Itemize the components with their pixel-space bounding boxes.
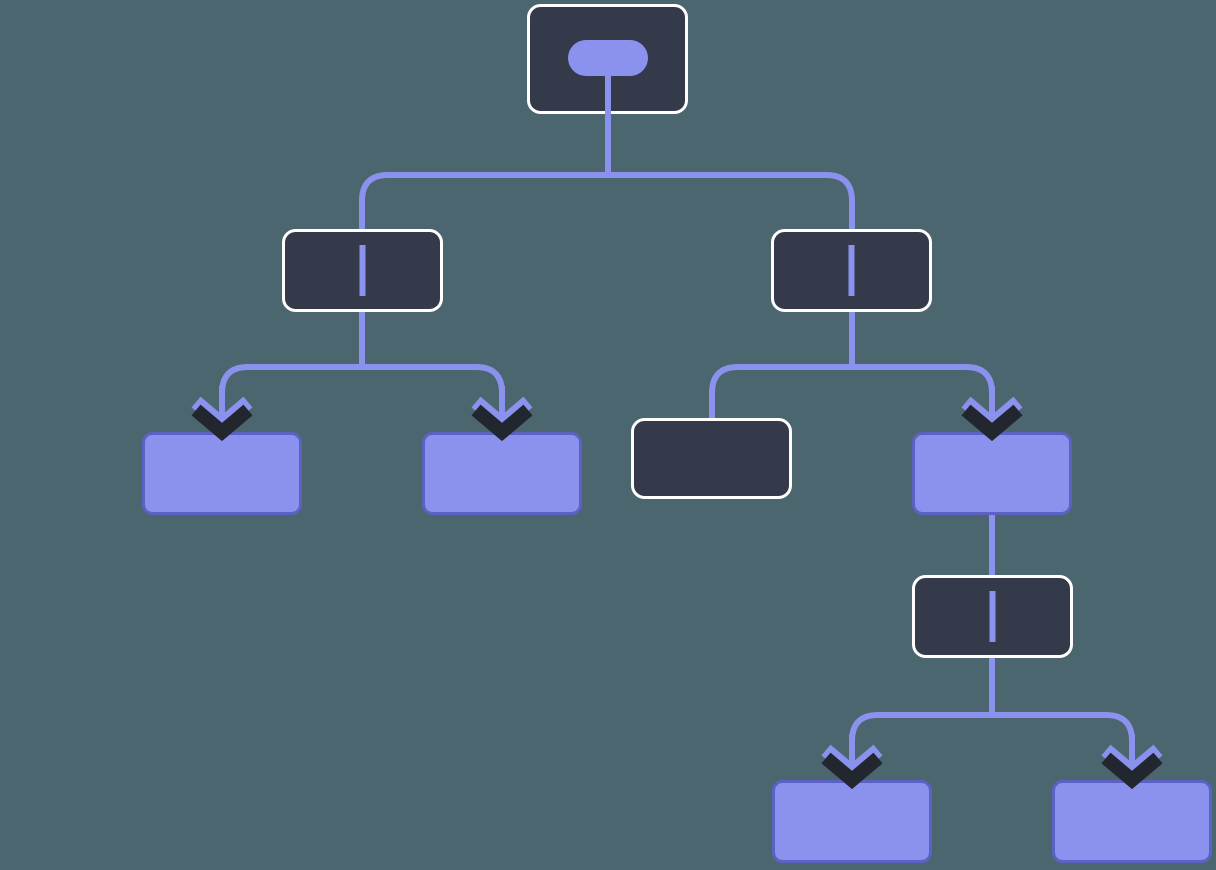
leaf-node-1[interactable]: [142, 432, 302, 515]
arrowhead-leaf-1: [191, 386, 253, 442]
vertical-bar-icon: [359, 245, 366, 296]
leaf-node-2[interactable]: [422, 432, 582, 515]
vertical-bar-icon: [989, 591, 996, 642]
leaf-node-4[interactable]: [772, 780, 932, 863]
connector-tip: [219, 386, 225, 416]
edge-root-to-branch-left: [359, 172, 608, 312]
arrowhead-leaf-5: [1101, 734, 1163, 790]
arrowhead-leaf-3: [961, 386, 1023, 442]
arrowhead-leaf-2: [471, 386, 533, 442]
leaf-node-4-surface[interactable]: [772, 780, 932, 863]
root-node[interactable]: [527, 4, 688, 115]
branch-node-deep[interactable]: [912, 575, 1073, 658]
empty-dark-node[interactable]: [631, 418, 792, 499]
connector-tip: [499, 386, 505, 416]
vertical-bar-icon: [848, 245, 855, 296]
chevron-dark-icon: [191, 404, 253, 442]
leaf-node-3-surface[interactable]: [912, 432, 1072, 515]
edge-root-to-branch-right: [608, 172, 855, 312]
arrowhead-leaf-4: [821, 734, 883, 790]
leaf-node-5-surface[interactable]: [1052, 780, 1212, 863]
pill-stem-icon: [605, 58, 611, 114]
chevron-dark-icon: [471, 404, 533, 442]
chevron-dark-icon: [1101, 752, 1163, 790]
nodes-layer: [142, 4, 1212, 863]
chevron-dark-icon: [961, 404, 1023, 442]
leaf-node-1-surface[interactable]: [142, 432, 302, 515]
leaf-node-5[interactable]: [1052, 780, 1212, 863]
leaf-node-2-surface[interactable]: [422, 432, 582, 515]
edge-branch-right-to-empty-dark: [709, 312, 855, 418]
connector-tip: [1129, 734, 1135, 764]
connector-tip: [849, 734, 855, 764]
branch-node-right[interactable]: [771, 229, 932, 312]
chevron-dark-icon: [821, 752, 883, 790]
arrowheads-layer: [191, 386, 1163, 790]
connector-tip: [989, 386, 995, 416]
branch-node-left[interactable]: [282, 229, 443, 312]
empty-dark-node-surface[interactable]: [631, 418, 792, 499]
leaf-node-3[interactable]: [912, 432, 1072, 515]
